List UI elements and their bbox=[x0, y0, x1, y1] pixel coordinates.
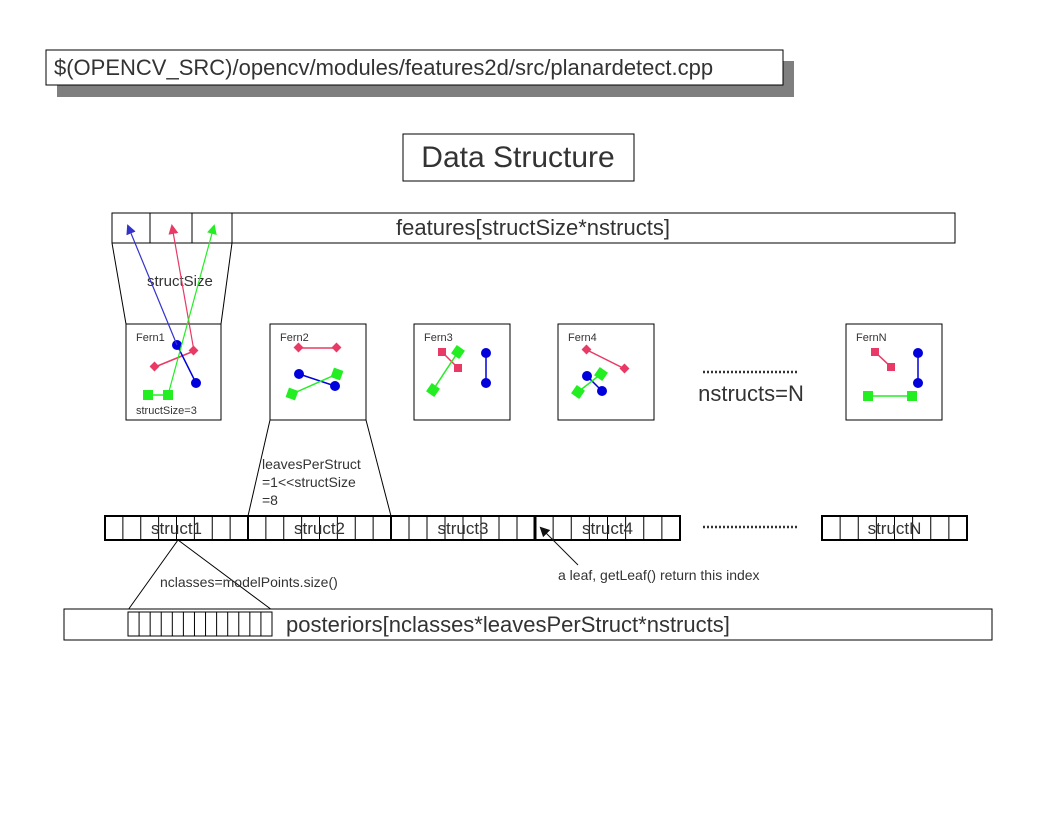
features-label: features[structSize*nstructs] bbox=[396, 215, 670, 240]
struct-size-label: structSize bbox=[147, 273, 213, 290]
source-path-text: $(OPENCV_SRC)/opencv/modules/features2d/… bbox=[54, 55, 713, 80]
struct-array-5: structN bbox=[821, 515, 968, 541]
source-path-box: $(OPENCV_SRC)/opencv/modules/features2d/… bbox=[45, 49, 794, 97]
struct-label-4: struct4 bbox=[582, 519, 633, 538]
posteriors-label: posteriors[nclasses*leavesPerStruct*nstr… bbox=[286, 612, 730, 637]
fern-4-label: Fern4 bbox=[568, 332, 597, 344]
features-array: features[structSize*nstructs] bbox=[111, 212, 956, 244]
fern-3: Fern3 bbox=[413, 323, 511, 421]
nclasses-label: nclasses=modelPoints.size() bbox=[160, 574, 338, 590]
fern-2-label: Fern2 bbox=[280, 332, 309, 344]
struct-size-funnel: structSize bbox=[111, 242, 233, 325]
leaf-note: a leaf, getLeaf() return this index bbox=[558, 567, 760, 583]
struct-array-4: struct4 bbox=[534, 515, 681, 541]
page-title: Data Structure bbox=[421, 141, 614, 174]
posteriors-array: posteriors[nclasses*leavesPerStruct*nstr… bbox=[63, 608, 993, 641]
struct-row: struct1 struct2 struct3 struct4 structN bbox=[104, 515, 968, 541]
fern-3-label: Fern3 bbox=[424, 332, 453, 344]
struct-array-1: struct1 bbox=[104, 515, 249, 541]
struct-array-2: struct2 bbox=[247, 515, 392, 541]
struct-label-5: structN bbox=[868, 519, 922, 538]
title-box: Data Structure bbox=[402, 133, 635, 182]
posterior-class-block bbox=[127, 611, 273, 637]
leaves-label-line3: =8 bbox=[262, 492, 278, 508]
leaves-label-line2: =1<<structSize bbox=[262, 474, 356, 490]
fern-2: Fern2 bbox=[269, 323, 367, 421]
struct-label-1: struct1 bbox=[151, 519, 202, 538]
fern-1-label: Fern1 bbox=[136, 332, 165, 344]
fern-1: Fern1 structSize=3 bbox=[125, 323, 222, 421]
fern-n-label: FernN bbox=[856, 332, 887, 344]
leaves-label-line1: leavesPerStruct bbox=[262, 456, 361, 472]
struct-label-2: struct2 bbox=[294, 519, 345, 538]
fern-1-note: structSize=3 bbox=[136, 405, 197, 417]
fern1-feature-arrows bbox=[126, 224, 217, 396]
fern-n: FernN bbox=[845, 323, 943, 421]
nclasses-funnel: nclasses=modelPoints.size() bbox=[127, 539, 338, 611]
fern-4: Fern4 bbox=[557, 323, 655, 421]
struct-label-3: struct3 bbox=[437, 519, 488, 538]
posterior-cells bbox=[127, 611, 273, 637]
struct-array-3: struct3 bbox=[390, 515, 536, 541]
leaf-pointer: a leaf, getLeaf() return this index bbox=[539, 526, 760, 583]
leaves-funnel: leavesPerStruct =1<<structSize =8 bbox=[247, 419, 392, 517]
ferns-ellipsis: nstructs=N bbox=[698, 370, 804, 406]
nstructs-label: nstructs=N bbox=[698, 381, 804, 406]
